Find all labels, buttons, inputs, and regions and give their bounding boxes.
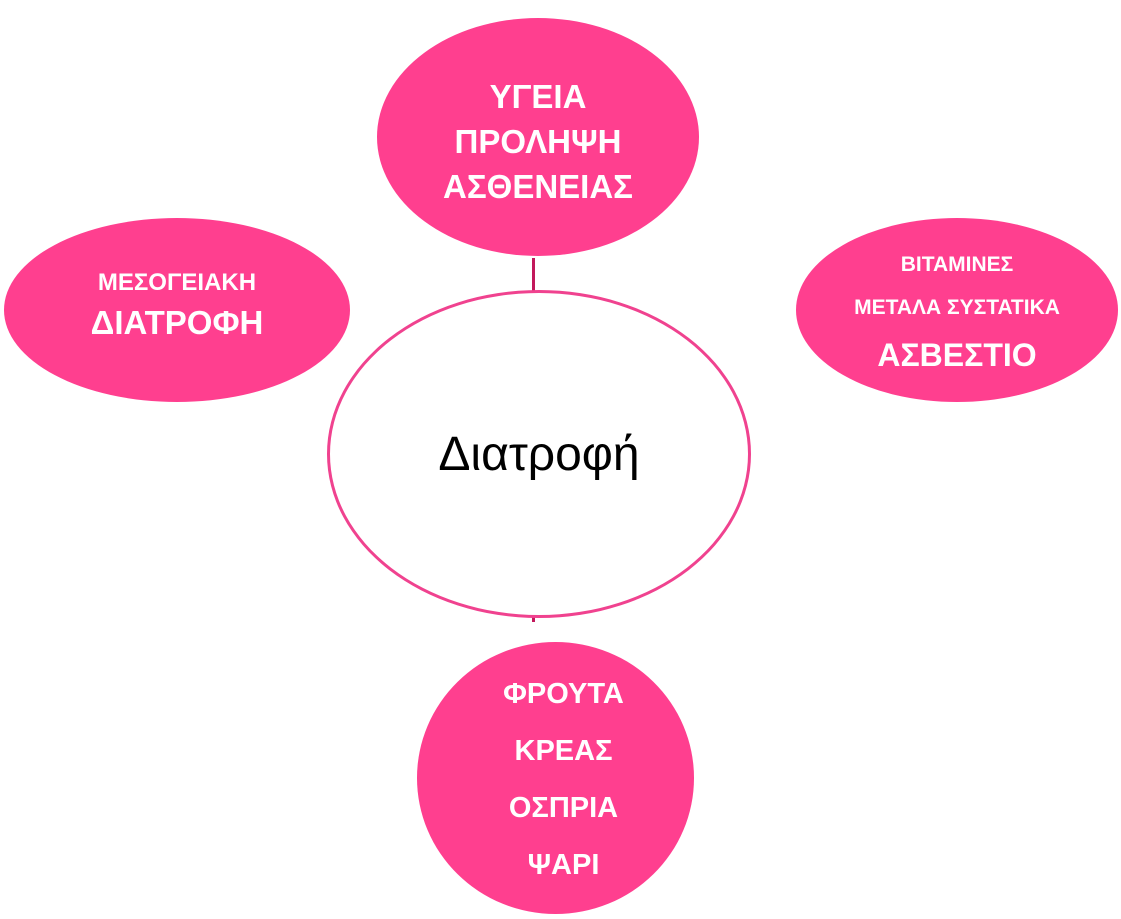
node-right-line-3: ΑΣΒΕΣΤΙΟ — [877, 337, 1037, 373]
node-food-groups: ΦΡΟΥΤΑ ΚΡΕΑΣ ΟΣΠΡΙΑ ΨΑΡΙ — [417, 642, 694, 914]
node-left-line-1: ΜΕΣΟΓΕΙΑΚΗ — [97, 269, 257, 296]
node-bottom-line-3: ΟΣΠΡΙΑ — [508, 792, 619, 824]
node-bottom-line-2: ΚΡΕΑΣ — [514, 735, 613, 767]
node-right-line-2: ΜΕΤΑΛΑ ΣΥΣΤΑΤΙΚΑ — [854, 296, 1060, 319]
node-top-line-1: ΥΓΕΙΑ — [489, 77, 587, 115]
node-vitamins-minerals: ΒΙΤΑΜΙΝΕΣ ΜΕΤΑΛΑ ΣΥΣΤΑΤΙΚΑ ΑΣΒΕΣΤΙΟ — [796, 218, 1118, 402]
node-top-line-3: ΑΣΘΕΝΕΙΑΣ — [443, 167, 633, 205]
node-top-line-2: ΠΡΟΛΗΨΗ — [454, 122, 622, 160]
node-bottom-line-1: ΦΡΟΥΤΑ — [503, 678, 624, 710]
center-label: Διατροφή — [438, 427, 640, 481]
node-right-line-1: ΒΙΤΑΜΙΝΕΣ — [900, 253, 1014, 276]
node-left-line-2: ΔΙΑΤΡΟΦΗ — [90, 304, 264, 341]
center-node: Διατροφή — [327, 290, 751, 618]
node-bottom-line-4: ΨΑΡΙ — [527, 849, 600, 881]
node-mediterranean-diet: ΜΕΣΟΓΕΙΑΚΗ ΔΙΑΤΡΟΦΗ — [4, 218, 350, 402]
node-health-prevention: ΥΓΕΙΑ ΠΡΟΛΗΨΗ ΑΣΘΕΝΕΙΑΣ — [377, 18, 699, 256]
